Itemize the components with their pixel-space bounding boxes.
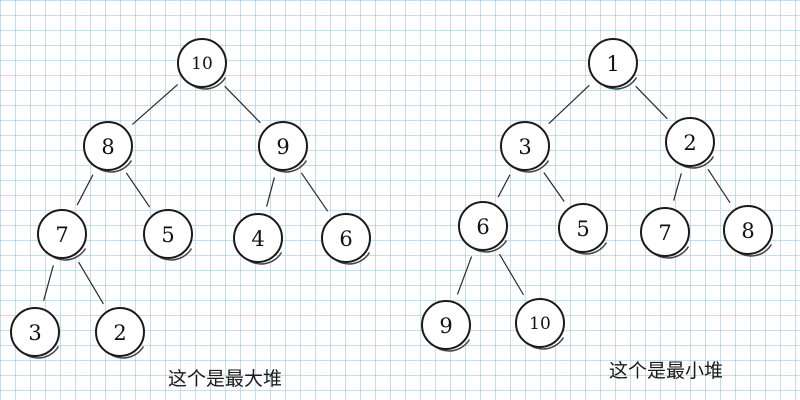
tree-edge: [457, 256, 472, 295]
heap-node: 3: [10, 307, 60, 359]
heap-node: 5: [558, 203, 608, 255]
node-label: 8: [741, 219, 754, 243]
tree-edge: [635, 85, 668, 120]
node-label: 8: [101, 135, 114, 159]
node-circle: [723, 205, 773, 255]
node-label: 7: [55, 223, 68, 247]
max-heap-caption: 这个是最大堆: [168, 368, 283, 390]
tree-edge: [78, 261, 104, 305]
node-circle: [458, 201, 508, 251]
node-circle: [233, 213, 283, 263]
node-label: 5: [161, 223, 174, 247]
node-circle: [37, 209, 87, 259]
tree-edge: [301, 172, 328, 212]
node-circle: [177, 38, 227, 88]
tree-edge: [125, 172, 150, 208]
node-circle: [640, 207, 690, 257]
node-circle: [95, 307, 145, 357]
node-circle: [588, 38, 638, 88]
heap-node: 5: [143, 209, 193, 261]
node-label: 2: [113, 321, 126, 345]
node-label: 6: [339, 227, 352, 251]
node-circle: [321, 213, 371, 263]
tree-edge: [707, 169, 731, 203]
node-label: 5: [576, 217, 589, 241]
node-label: 2: [683, 131, 696, 155]
node-circle: [10, 307, 60, 357]
node-label: 10: [529, 314, 551, 334]
node-circle: [558, 203, 608, 253]
heap-node: 6: [458, 201, 508, 253]
min-heap-caption: 这个是最小堆: [609, 360, 724, 382]
heap-node: 2: [665, 117, 715, 169]
tree-edge: [499, 253, 524, 296]
node-label: 9: [439, 314, 452, 338]
heap-node: 10: [515, 298, 565, 350]
min-heap-tree: 1 3 2 6 5 7 8 9 10: [421, 38, 773, 352]
heap-node: 8: [83, 121, 133, 173]
tree-edge: [76, 174, 94, 206]
node-label: 4: [251, 227, 264, 251]
node-label: 1: [606, 52, 619, 76]
heap-node: 3: [500, 121, 550, 173]
node-label: 3: [518, 135, 531, 159]
heap-node: 2: [95, 307, 145, 359]
node-label: 3: [28, 321, 41, 345]
heap-node: 1: [588, 38, 638, 90]
node-circle: [421, 300, 471, 350]
node-circle: [83, 121, 133, 171]
heap-node: 9: [258, 121, 308, 173]
tree-edge: [548, 84, 590, 125]
node-label: 9: [276, 135, 289, 159]
heap-node: 10: [177, 38, 227, 90]
heap-node: 7: [640, 207, 690, 259]
node-circle: [500, 121, 550, 171]
node-circle: [665, 117, 715, 167]
tree-edge: [543, 172, 565, 202]
node-label: 6: [476, 215, 489, 239]
tree-edge: [266, 177, 275, 207]
node-circle: [515, 298, 565, 348]
node-label: 10: [191, 54, 213, 74]
max-heap-tree: 10 8 9 7 5 4 6 3 2: [10, 38, 371, 359]
tree-edge: [224, 85, 261, 124]
tree-edge: [497, 174, 511, 198]
heap-node: 8: [723, 205, 773, 257]
heap-node: 6: [321, 213, 371, 265]
heap-node: 4: [233, 213, 283, 265]
tree-edge: [132, 84, 178, 125]
heap-node: 7: [37, 209, 87, 261]
node-circle: [258, 121, 308, 171]
tree-edge: [673, 173, 682, 201]
tree-edge: [43, 265, 54, 301]
heap-node: 9: [421, 300, 471, 352]
node-circle: [143, 209, 193, 259]
node-label: 7: [658, 221, 671, 245]
